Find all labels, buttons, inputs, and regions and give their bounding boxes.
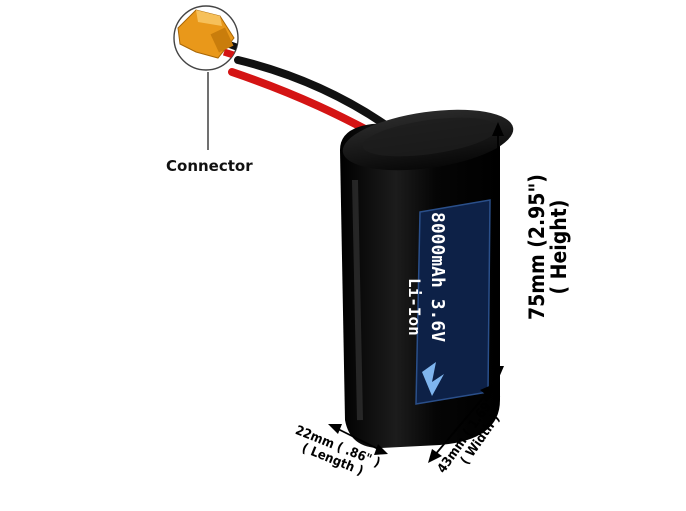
connector-label: Connector xyxy=(166,157,253,175)
height-dimension-arrow xyxy=(492,122,504,380)
height-dimension-label: 75mm (2.95") ( Height) xyxy=(524,147,571,347)
width-dimension-arrow xyxy=(428,384,494,463)
battery-pack xyxy=(340,109,514,448)
xt60-connector-icon xyxy=(173,5,239,71)
length-dimension-arrow xyxy=(328,424,388,455)
battery-chemistry-text: Li-Ion xyxy=(405,278,424,336)
brand-logo-icon xyxy=(422,362,444,396)
height-value: 75mm (2.95") xyxy=(524,174,549,321)
battery-spec-text: 8000mAh 3.6V xyxy=(427,212,448,343)
height-caption: ( Height) xyxy=(547,199,571,295)
